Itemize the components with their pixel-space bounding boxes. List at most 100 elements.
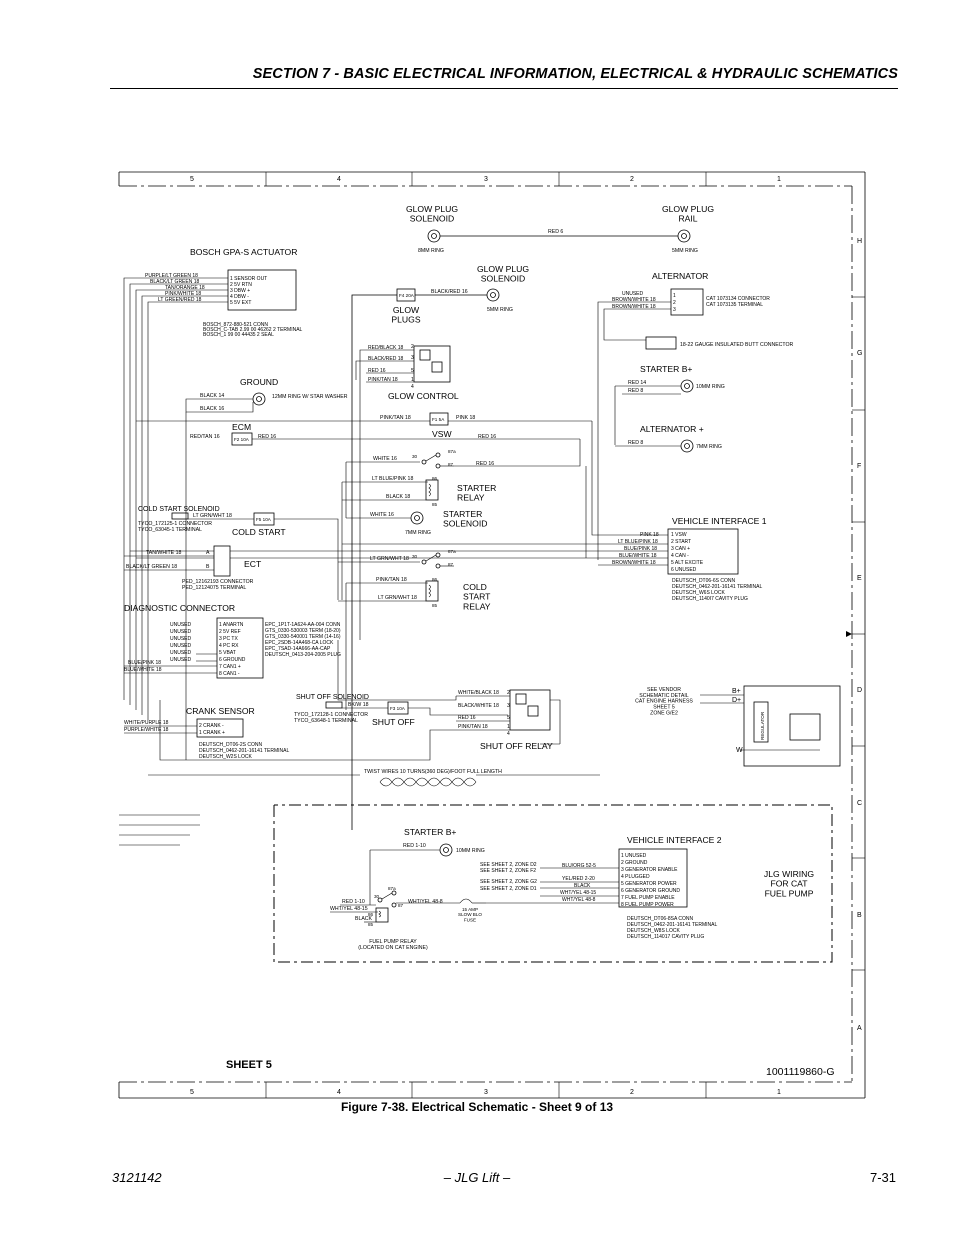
svg-text:BLACK: BLACK — [574, 883, 591, 889]
label-line: GLOW PLUG — [477, 264, 529, 274]
fuel-pump-relay: RED 1-10 WHT/YEL 48-15 BLACK WHT/YEL 48-… — [330, 850, 486, 951]
svg-text:BLUE/PINK 18: BLUE/PINK 18 — [624, 546, 657, 552]
svg-text:PED_12124075 TERMINAL: PED_12124075 TERMINAL — [182, 585, 246, 591]
svg-text:86: 86 — [432, 476, 438, 481]
svg-text:EPC_2SDB-14A468-CA LOCK: EPC_2SDB-14A468-CA LOCK — [265, 640, 334, 646]
svg-text:ECM: ECM — [232, 422, 251, 432]
svg-text:ALTERNATOR: ALTERNATOR — [652, 271, 708, 281]
svg-text:SEE SHEET 2, ZONE G2: SEE SHEET 2, ZONE G2 — [480, 879, 537, 885]
svg-text:RED 8: RED 8 — [628, 388, 643, 394]
svg-text:YEL/RED 2-20: YEL/RED 2-20 — [562, 876, 595, 882]
label-line: FUEL PUMP RELAY — [369, 939, 417, 945]
zone-label: 1 — [777, 1089, 781, 1096]
svg-text:WHT/YEL 48-8: WHT/YEL 48-8 — [408, 899, 443, 905]
label-line: START — [463, 592, 491, 602]
svg-text:30: 30 — [412, 454, 418, 459]
svg-text:GLOW CONTROL: GLOW CONTROL — [388, 391, 459, 401]
svg-text:85: 85 — [432, 502, 438, 507]
svg-text:1: 1 — [411, 377, 414, 383]
svg-text:D+: D+ — [732, 697, 741, 704]
svg-text:DEUTSCH_1140I7 CAVITY PLUG: DEUTSCH_1140I7 CAVITY PLUG — [672, 596, 748, 602]
svg-text:1 UNUSED: 1 UNUSED — [621, 853, 647, 859]
svg-text:87: 87 — [448, 562, 454, 567]
twisted-wire-note: TWIST WIRES 10 TURNS(360 DEG)/FOOT FULL … — [148, 769, 600, 787]
svg-text:7MM RING: 7MM RING — [696, 444, 722, 450]
svg-text:PINK/WHITE 18: PINK/WHITE 18 — [165, 291, 201, 297]
svg-text:GTS_0330-530003 TERM (18-20): GTS_0330-530003 TERM (18-20) — [265, 628, 341, 634]
svg-text:RED 16: RED 16 — [458, 715, 476, 721]
svg-text:GTS_0330-540001 TERM (14-16): GTS_0330-540001 TERM (14-16) — [265, 634, 341, 640]
svg-text:6 GROUND: 6 GROUND — [219, 657, 246, 663]
svg-text:4 CAN -: 4 CAN - — [671, 553, 689, 559]
svg-text:PURPLE/WHITE 18: PURPLE/WHITE 18 — [124, 727, 169, 733]
svg-text:2: 2 — [507, 690, 510, 696]
svg-text:3 DBW +: 3 DBW + — [230, 288, 250, 294]
label-line: SOLENOID — [481, 274, 525, 284]
svg-text:ECT: ECT — [244, 559, 262, 569]
svg-text:5 ALT EXCITE: 5 ALT EXCITE — [671, 560, 704, 566]
svg-text:LT GRN/WHT 18: LT GRN/WHT 18 — [370, 556, 409, 562]
svg-text:PURPLE/LT GREEN 18: PURPLE/LT GREEN 18 — [145, 273, 198, 279]
zone-labels-side: H G F E D C B A — [857, 238, 862, 1032]
svg-text:BLACK 16: BLACK 16 — [200, 406, 224, 412]
left-stub-wires — [119, 814, 200, 846]
label-line: (LOCATED ON CAT ENGINE) — [358, 945, 428, 951]
shut-off-solenoid: SHUT OFF SOLENOID BK/W 18 F3 10A SHUT OF… — [294, 694, 508, 727]
svg-text:CAT 1073135 TERMINAL: CAT 1073135 TERMINAL — [706, 302, 763, 308]
svg-text:WHITE 16: WHITE 16 — [373, 456, 397, 462]
svg-text:WHITE/PURPLE 18: WHITE/PURPLE 18 — [124, 720, 169, 726]
shut-off-relay: WHITE/BLACK 18 BLACK/WHITE 18 RED 16 PIN… — [456, 689, 561, 751]
svg-text:F5 10A: F5 10A — [256, 517, 272, 522]
svg-text:3 CAN +: 3 CAN + — [671, 546, 690, 552]
harness-wires — [159, 412, 587, 761]
svg-text:TYCO_63045-1 TERMINAL: TYCO_63045-1 TERMINAL — [138, 527, 202, 533]
svg-text:BLACK/WHITE 18: BLACK/WHITE 18 — [458, 703, 499, 709]
svg-text:4: 4 — [411, 384, 414, 390]
svg-text:3 PC TX: 3 PC TX — [219, 636, 238, 642]
starter-bplus: STARTER B+ RED 14 RED 8 10MM RING — [614, 364, 725, 445]
footer-doc-number: 3121142 — [112, 1170, 162, 1185]
svg-text:87a: 87a — [388, 886, 396, 891]
label-line: RELAY — [457, 493, 485, 503]
svg-text:DEUTSCH_0462-201-16141 TERMINA: DEUTSCH_0462-201-16141 TERMINAL — [199, 748, 289, 754]
svg-text:1 VSW: 1 VSW — [671, 532, 687, 538]
svg-text:TYCO_172128-1 CONNECTOR: TYCO_172128-1 CONNECTOR — [294, 712, 368, 718]
zone-arrow-marker — [846, 631, 852, 637]
svg-text:BLACK/LT GREEN 18: BLACK/LT GREEN 18 — [150, 279, 199, 285]
vehicle-interface-1: VEHICLE INTERFACE 1 1 VSW 2 START 3 CAN … — [130, 516, 767, 602]
svg-text:BLACK/RED 18: BLACK/RED 18 — [368, 356, 404, 362]
zone-label: E — [857, 575, 862, 582]
vehicle-interface-2: VEHICLE INTERFACE 2 1 UNUSED 2 GROUND 3 … — [480, 835, 722, 940]
svg-text:PINK/TAN 18: PINK/TAN 18 — [376, 577, 407, 583]
svg-text:5 GENERATOR POWER: 5 GENERATOR POWER — [621, 881, 677, 887]
svg-text:LT GREEN/RED 18: LT GREEN/RED 18 — [158, 297, 202, 303]
svg-text:6 GENERATOR GROUND: 6 GENERATOR GROUND — [621, 888, 680, 894]
label-line: ZONE G/E2 — [650, 710, 678, 716]
svg-text:WHT/YEL 48-15: WHT/YEL 48-15 — [330, 906, 368, 912]
svg-text:UNUSED: UNUSED — [170, 629, 192, 635]
label-line: RELAY — [463, 601, 491, 611]
svg-text:DIAGNOSTIC CONNECTOR: DIAGNOSTIC CONNECTOR — [124, 603, 235, 613]
svg-text:SEE SHEET 2, ZONE D2: SEE SHEET 2, ZONE D2 — [480, 862, 537, 868]
svg-text:COLD START SOLENOID: COLD START SOLENOID — [138, 506, 220, 513]
svg-text:2 5V RTN: 2 5V RTN — [230, 282, 252, 288]
svg-text:3: 3 — [507, 703, 510, 709]
label-line: SHEET 5 — [653, 704, 675, 710]
alternator-plus: ALTERNATOR + RED 8 7MM RING — [615, 424, 722, 453]
svg-text:UNUSED: UNUSED — [170, 657, 192, 663]
svg-text:87: 87 — [448, 462, 454, 467]
label-line: SEE VENDOR — [647, 687, 681, 693]
vsw-fuse: PINK/TAN 18 F1 5A PINK 18 VSW — [136, 412, 668, 536]
zone-label: 3 — [484, 176, 488, 183]
zone-label: G — [857, 350, 862, 357]
label-line: STARTER — [443, 509, 482, 519]
svg-text:1 SENSOR OUT: 1 SENSOR OUT — [230, 276, 267, 282]
svg-text:B: B — [206, 564, 210, 570]
svg-text:5 VBAT: 5 VBAT — [219, 650, 236, 656]
svg-text:8 FUEL PUMP POWER: 8 FUEL PUMP POWER — [621, 902, 674, 908]
